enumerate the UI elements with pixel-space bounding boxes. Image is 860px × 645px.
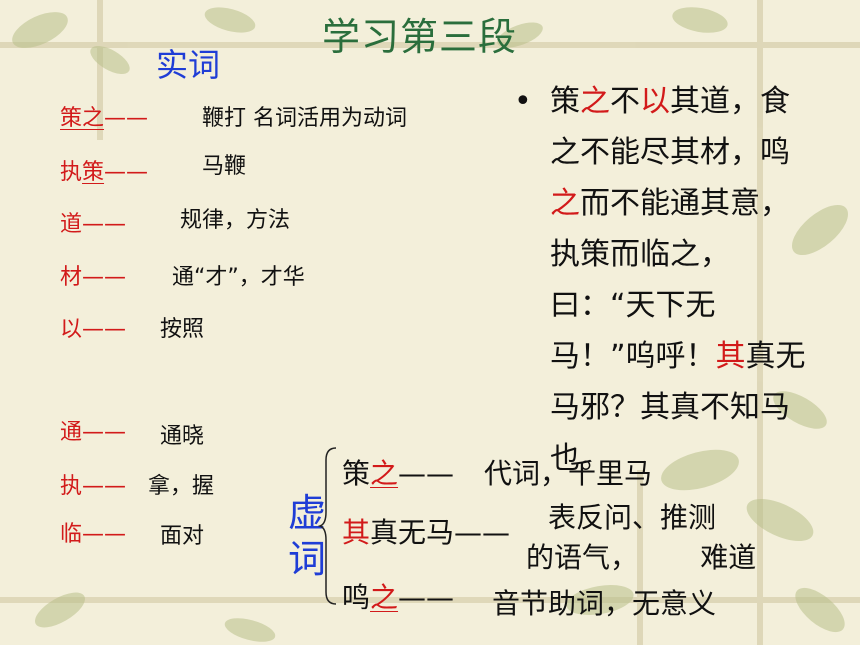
def-zhi: 拿，握: [148, 474, 215, 499]
passage-text: • 策之不以其道，食之不能尽其材，鸣之而不能通其意，执策而临之，曰：“天下无马！…: [514, 76, 814, 484]
xuci-heading: 虚词: [288, 491, 327, 581]
def-ce-zhi: 鞭打 名词活用为动词: [202, 106, 407, 131]
def-zhi-ce: 马鞭: [202, 154, 247, 179]
def-lin: 面对: [160, 524, 205, 549]
term-ce-zhi: 策之——: [60, 106, 149, 131]
shici-heading: 实词: [156, 46, 221, 84]
def-dao: 规律，方法: [180, 208, 291, 233]
term-lin: 临——: [60, 522, 127, 547]
term-yi: 以——: [60, 317, 127, 342]
def-cai: 通“才”，才华: [172, 265, 305, 290]
xuci-qi-def-line2: 的语气， 难道: [526, 541, 757, 574]
page-title: 学习第三段: [322, 15, 518, 59]
def-yi: 按照: [160, 317, 205, 342]
xuci-ming-zhi: 鸣之——: [342, 581, 455, 614]
xuci-ce-zhi-def: 代词，千里马: [484, 457, 653, 490]
term-cai: 材——: [60, 265, 127, 290]
term-zhi-ce: 执策——: [60, 160, 149, 185]
term-zhi: 执——: [60, 474, 127, 499]
term-dao: 道——: [60, 212, 127, 237]
term-tong: 通——: [60, 420, 127, 445]
xuci-ce-zhi: 策之——: [342, 457, 455, 490]
xuci-qi: 其真无马——: [342, 516, 511, 549]
left-brace: [318, 447, 337, 605]
xuci-ming-zhi-def: 音节助词，无意义: [492, 587, 717, 620]
passage-bullet: •: [514, 84, 532, 119]
def-tong: 通晓: [160, 424, 205, 449]
xuci-qi-def-line1: 表反问、推测: [548, 501, 717, 534]
